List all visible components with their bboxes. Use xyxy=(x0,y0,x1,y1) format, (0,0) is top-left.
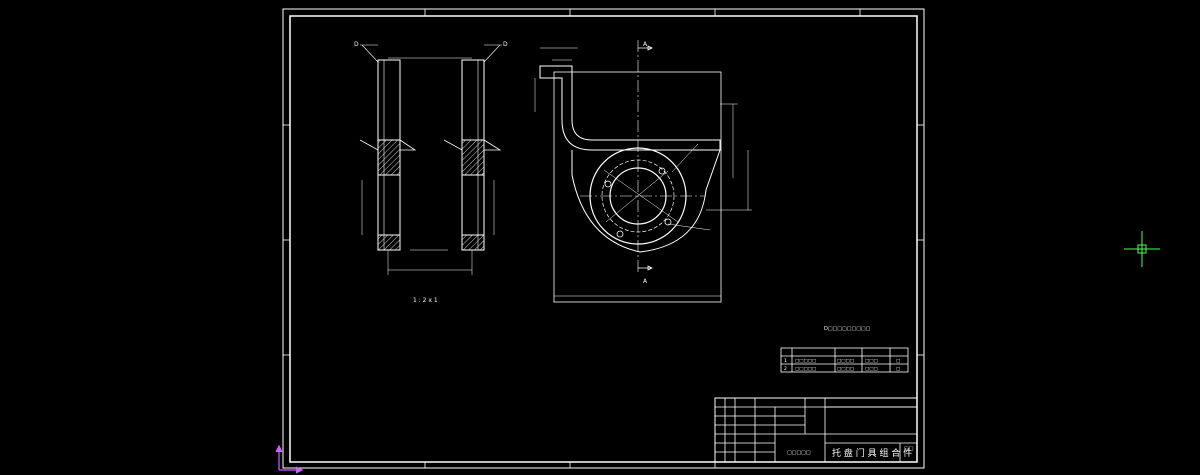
drawing-note: D□□□□□□□□□ xyxy=(824,326,871,332)
table-cell: □□□□ xyxy=(837,367,854,372)
table-cell: 2 xyxy=(784,366,787,372)
table-cell: □□□□□ xyxy=(795,359,816,364)
table-cell: 1 xyxy=(784,358,787,364)
side-label-right: D xyxy=(503,41,508,48)
main-view-labels: A A xyxy=(643,41,648,285)
table-cell: □□□ xyxy=(865,367,878,372)
side-view-labels: D D 1 : 2 x 1 xyxy=(354,41,508,304)
section-mark-top: A xyxy=(643,41,648,48)
side-view-caption: 1 : 2 x 1 xyxy=(413,297,438,304)
side-label-left: D xyxy=(354,41,359,48)
ucs-icon xyxy=(275,444,304,474)
crosshair-cursor[interactable] xyxy=(1124,231,1160,267)
drawing-number: □□ xyxy=(904,446,914,452)
table-cell: □□□ xyxy=(865,359,878,364)
drawing-title: 托 盘 门 具 组 合 件 xyxy=(832,447,912,459)
parts-table-cells: 1 □□□□□ □□□□ □□□ □ 2 □□□□□ □□□□ □□□ □ xyxy=(784,358,900,372)
side-view xyxy=(359,44,502,275)
table-cell: □ xyxy=(896,359,900,364)
title-block xyxy=(714,397,918,463)
sheet-border xyxy=(282,8,925,469)
title-field: □□□□□ xyxy=(787,450,811,456)
parts-table xyxy=(780,347,909,373)
table-cell: □ xyxy=(896,367,900,372)
table-cell: □□□□ xyxy=(837,359,854,364)
table-cell: □□□□□ xyxy=(795,367,816,372)
title-block-text: 托 盘 门 具 组 合 件 □□ □□□□□ xyxy=(787,446,914,459)
main-view xyxy=(534,40,752,303)
section-mark-bottom: A xyxy=(643,278,648,285)
